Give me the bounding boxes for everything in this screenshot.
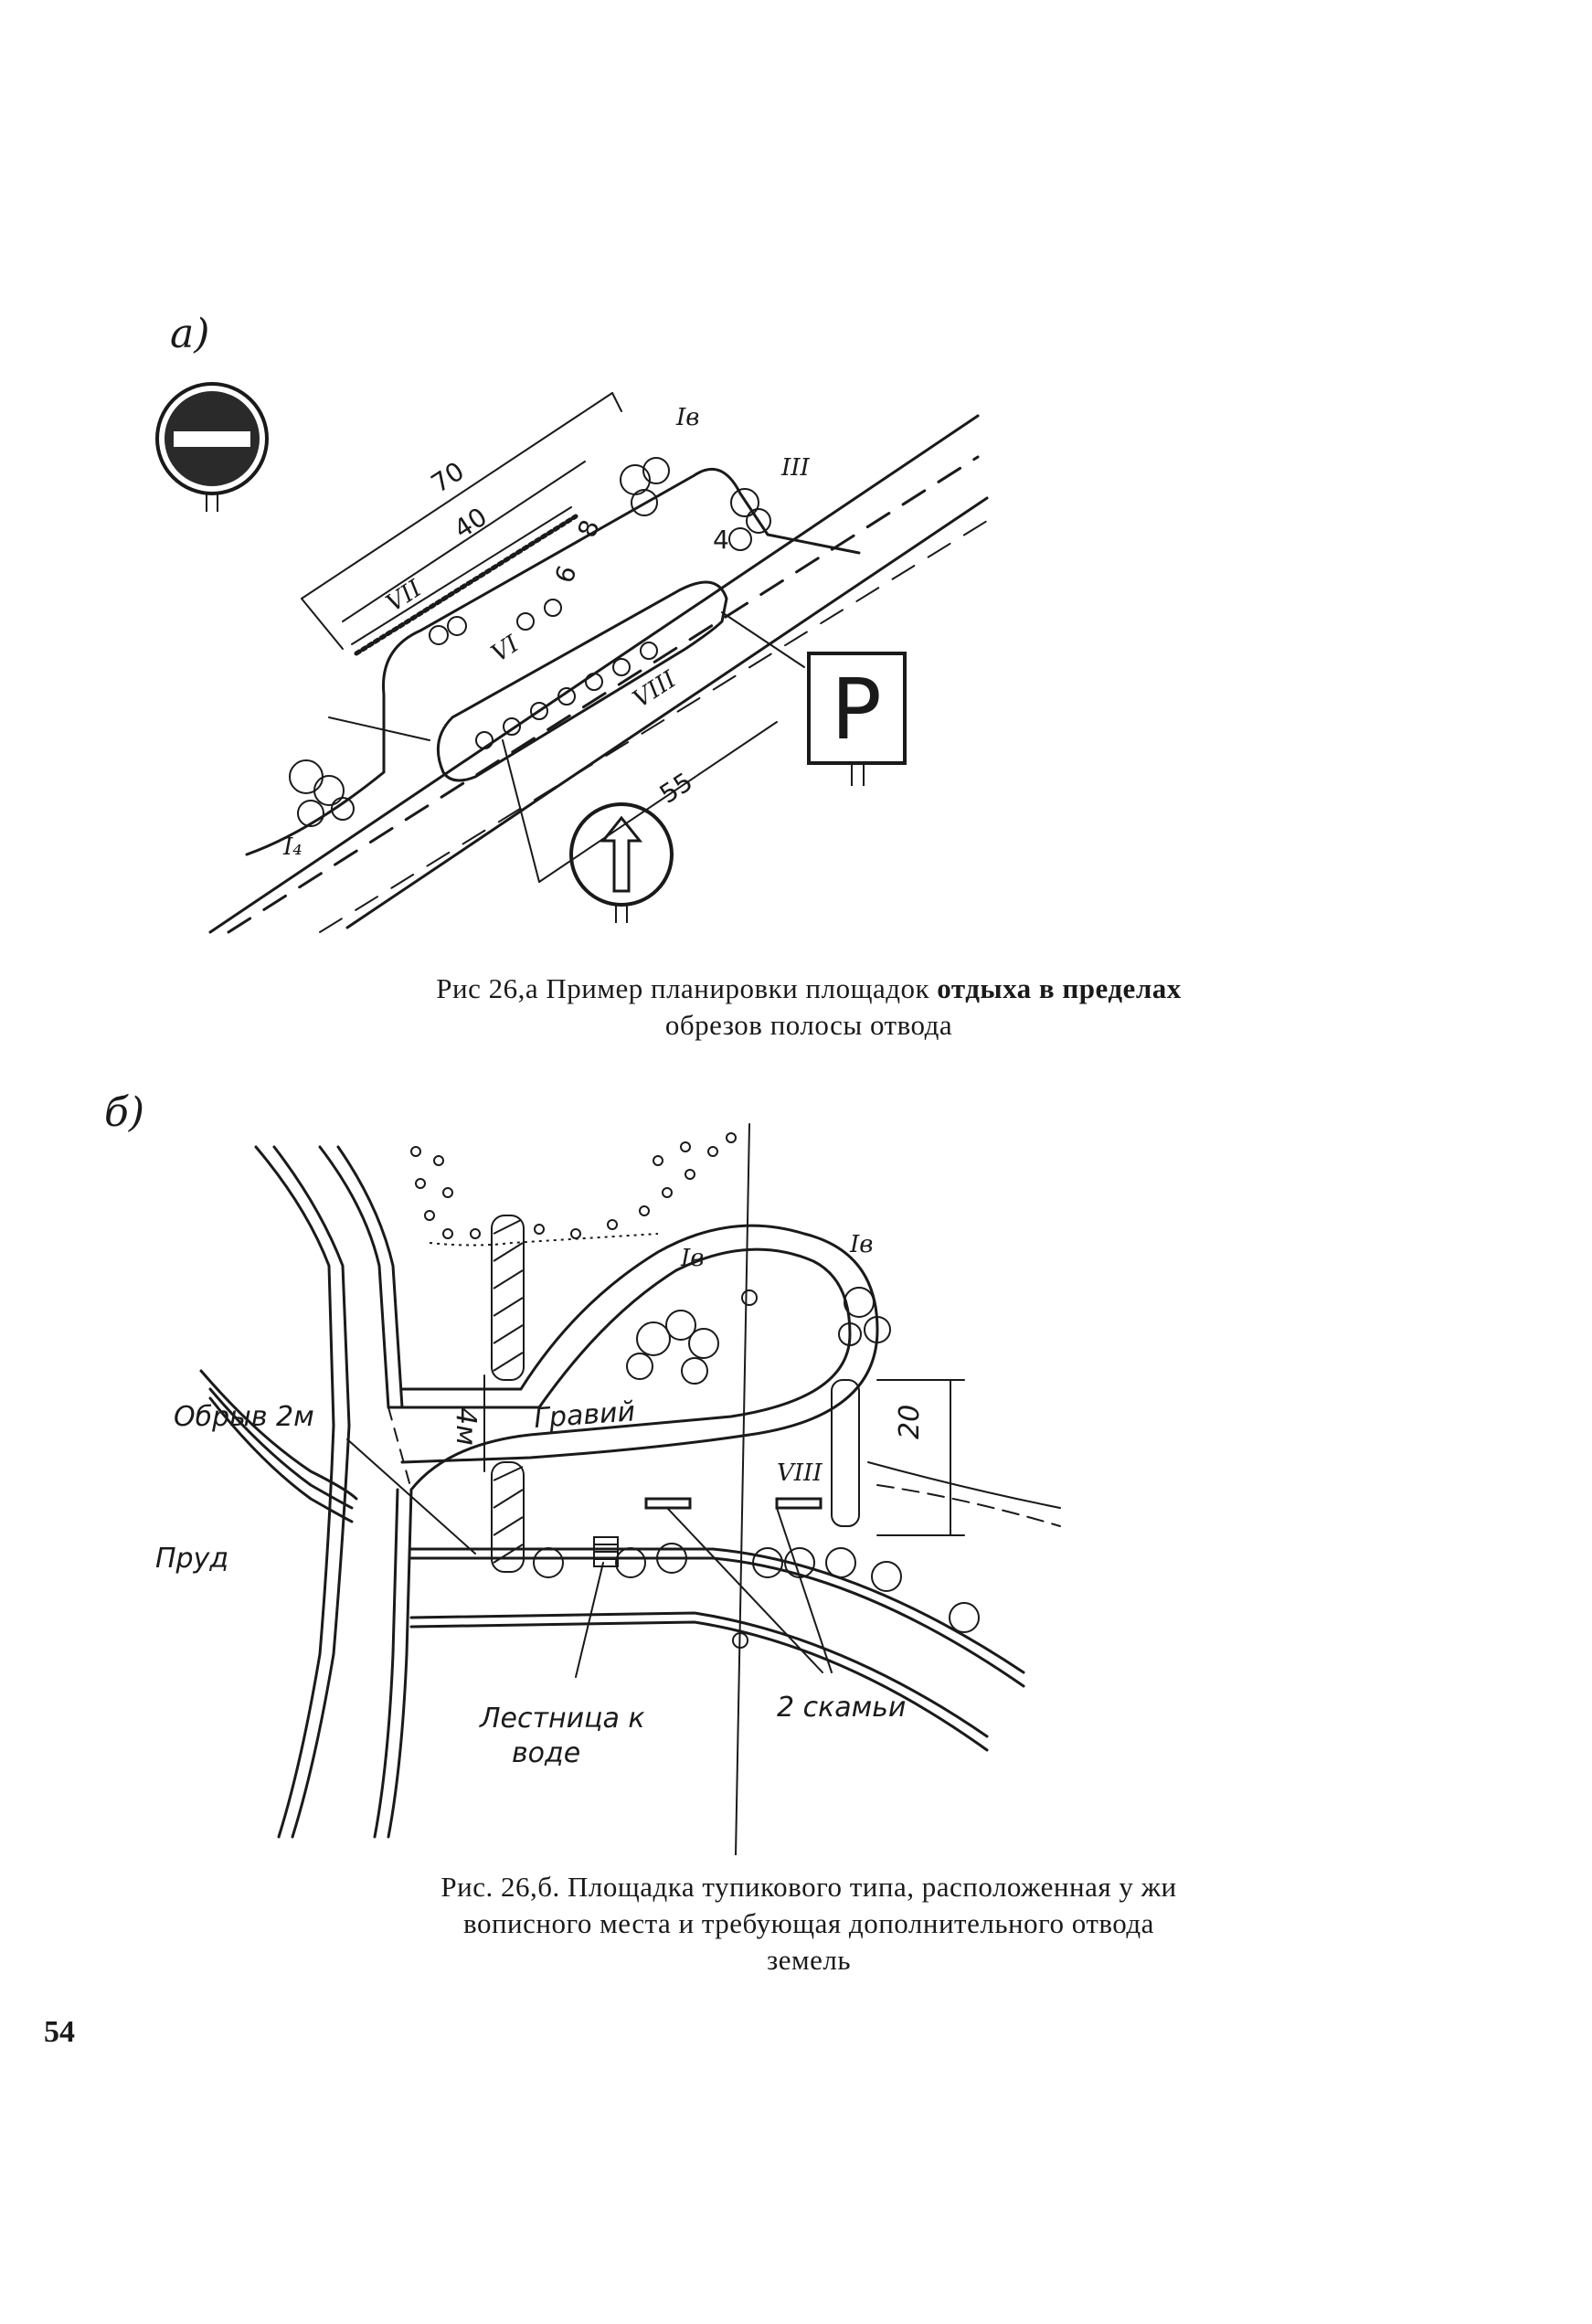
dim-40-label: 40 [449, 502, 493, 545]
no-entry-sign-icon [155, 382, 269, 512]
road-dashed-join [387, 1406, 412, 1491]
figure-b-diagram: Обрыв 2м Гравий Пруд 4м 20 Iв Iв VIII Ле… [155, 1123, 1061, 1855]
label-i-top: Iв [675, 404, 699, 431]
label-graviy: Гравий [533, 1395, 636, 1435]
road-centre-dashed [227, 455, 980, 934]
dim-line-40 [342, 461, 586, 622]
river-bank-bottom [409, 1611, 989, 1738]
dim-line-55 [538, 721, 778, 883]
stairs-icon [593, 1536, 619, 1567]
label-20: 20 [894, 1405, 926, 1439]
label-obryv: Обрыв 2м [174, 1401, 314, 1433]
tree-row-hatched [491, 1215, 860, 1573]
access-road-bottom [400, 1224, 879, 1464]
road-lane-dashed [319, 520, 988, 933]
label-skami: 2 скамьи [777, 1692, 906, 1724]
parking-sign-icon: P [807, 652, 907, 786]
road-right-edge-outer [318, 1145, 390, 1409]
label-lestnica-2: воде [512, 1737, 580, 1769]
label-iii: III [780, 454, 811, 482]
label-viii: VIII [777, 1459, 823, 1487]
label-lestnica-1: Лестница к [479, 1703, 645, 1735]
access-road-top [387, 1247, 852, 1491]
road-left-edge-inner [272, 1145, 351, 1839]
label-ib-inner: Iв [680, 1245, 704, 1272]
strip-vii [354, 514, 578, 656]
figure-b-letter: б) [104, 1089, 145, 1136]
survey-line [735, 1123, 750, 1855]
label-4m: 4м [450, 1407, 482, 1446]
page-number: 54 [44, 2015, 75, 2049]
road-left-edge-outer [254, 1145, 335, 1839]
figure-b-caption-line-2: вописного места и требующая дополнительн… [463, 1907, 1154, 1939]
figure-a-caption: Рис 26,а Пример планировки площадок отды… [110, 971, 1508, 1044]
dim-6-label: 6 [549, 561, 583, 587]
parking-sign-letter: P [831, 661, 881, 759]
dim-8-label: 8 [572, 515, 606, 541]
figure-a-diagram: P 70 40 6 8 4 55 Iв III VII VI VIII I₄ [155, 382, 989, 934]
figure-b-caption-line-1: Рис. 26,б. Площадка тупикового типа, рас… [440, 1871, 1177, 1903]
dim-line-70 [301, 392, 613, 600]
label-prud: Пруд [155, 1543, 228, 1575]
loop-inner [436, 580, 728, 782]
loop-outer [245, 467, 861, 856]
label-vi: VI [486, 630, 524, 667]
figure-a-caption-line-2: обрезов полосы отвода [664, 1009, 953, 1041]
label-ib-right: Iв [849, 1231, 873, 1258]
ahead-only-sign-icon [569, 802, 674, 923]
figure-a-caption-line-1: Рис 26,а Пример планировки площадок отды… [436, 972, 1182, 1004]
road-edge-inner [345, 496, 989, 929]
river-bank-top [409, 1547, 1025, 1674]
bench-icon [644, 1497, 823, 1510]
figure-b-caption: Рис. 26,б. Площадка тупикового типа, рас… [110, 1869, 1508, 1979]
figure-a-letter: а) [170, 311, 210, 357]
figure-b-caption-line-3: земель [767, 1944, 851, 1976]
dim-55-label: 55 [654, 767, 698, 810]
dim-4-label: 4 [713, 525, 729, 555]
label-i-left: I₄ [282, 833, 302, 861]
pond-edge-top [199, 1369, 358, 1501]
